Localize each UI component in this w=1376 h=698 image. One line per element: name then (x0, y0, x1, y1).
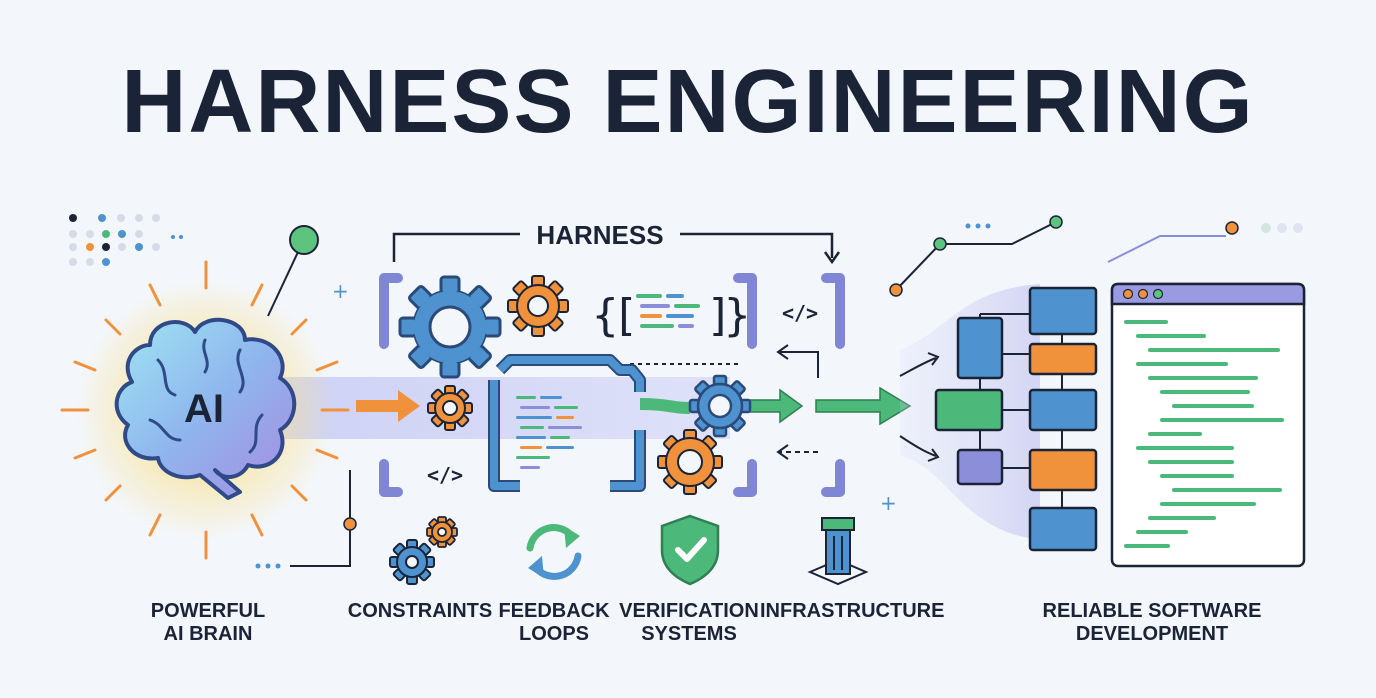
page-title: HARNESS ENGINEERING (121, 52, 1255, 152)
component-label-constraints: CONSTRAINTS (347, 600, 493, 622)
node-green-icon (289, 225, 319, 255)
svg-text:+: + (332, 279, 349, 303)
svg-text:{: { (592, 290, 619, 341)
shield-check-icon (660, 514, 720, 586)
gear-blue-mid-icon (688, 374, 752, 438)
flowchart (934, 286, 1098, 552)
code-window (1110, 282, 1306, 568)
brain-label: POWERFUL AI BRAIN (150, 600, 266, 645)
feedback-arrows (776, 344, 819, 460)
harness-brackets (379, 273, 845, 497)
input-arrow-icon (356, 390, 420, 422)
green-flow (639, 398, 691, 414)
component-label-feedback-loops: FEEDBACK LOOPS (498, 600, 610, 645)
svg-text:[: [ (612, 290, 639, 341)
harness-bracket-line: HARNESS (392, 220, 841, 265)
component-label-infrastructure: INFRASTRUCTURE (760, 600, 945, 622)
decor-network-right: + (880, 215, 1303, 515)
fanout-arrows (899, 352, 940, 462)
gear-orange-bottom-icon (657, 429, 723, 495)
brain-rays (60, 260, 350, 560)
code-snippet-curly: { [ ] } (592, 290, 751, 365)
gear-large-icon (398, 275, 502, 379)
ai-brain: AI + (60, 225, 357, 569)
output-label: RELIABLE SOFTWARE DEVELOPMENT (1042, 600, 1262, 645)
code-lines (1124, 320, 1284, 548)
gears-icon (389, 516, 458, 585)
flow-arrow-icon (747, 388, 804, 424)
refresh-loop-icon (526, 524, 582, 580)
ai-badge: AI (184, 387, 224, 431)
code-tag-right: </> (782, 301, 818, 325)
output-arrow-icon (815, 386, 912, 426)
gear-orange-small-icon (427, 385, 473, 431)
component-label-verification-systems: VERIFICATION SYSTEMS (619, 600, 759, 645)
harness-label: HARNESS (536, 220, 663, 250)
server-stack-icon (807, 517, 869, 586)
gear-orange-top-icon (507, 275, 569, 337)
svg-text:}: } (724, 290, 751, 341)
decor-dots-left (69, 214, 183, 266)
code-tag-left: </> (427, 463, 463, 487)
svg-text:+: + (880, 491, 897, 515)
harness-core-frame (488, 354, 646, 492)
svg-text:]: ] (706, 290, 733, 341)
